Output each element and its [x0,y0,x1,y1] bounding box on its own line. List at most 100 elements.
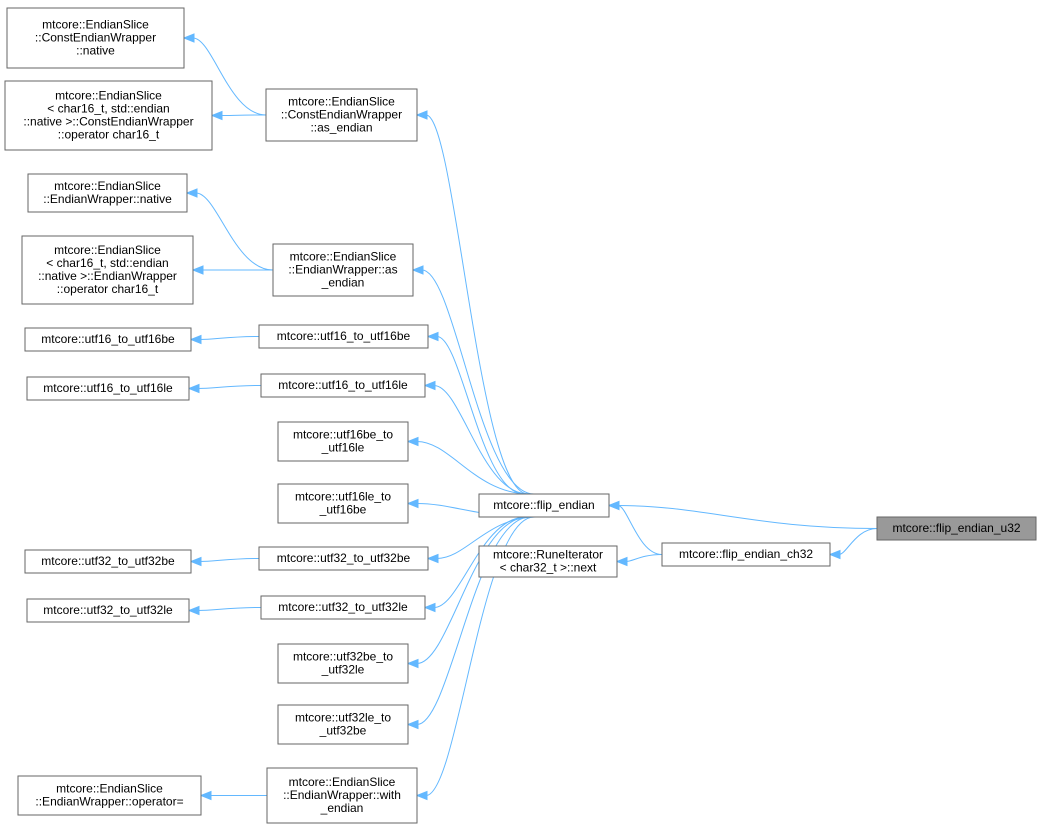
node-label-line: _utf32be [319,724,367,738]
node-label-line: < char32_t >::next [500,561,597,575]
node-u16be_u16le[interactable]: mtcore::utf16be_to_utf16le [277,421,409,462]
node-label-line: < char16_t, std::endian [47,102,169,116]
node-box[interactable] [24,327,192,352]
node-label-line: ::native [76,44,115,58]
node-box[interactable] [277,421,409,462]
node-box[interactable] [17,775,202,816]
nodes-layer: mtcore::EndianSlice::ConstEndianWrapper:… [4,7,1037,824]
node-label-line: mtcore::EndianSlice [288,95,395,109]
node-box[interactable] [24,549,192,574]
node-u32_u32be_outer[interactable]: mtcore::utf32_to_utf32be [24,549,192,574]
node-box[interactable] [272,243,414,297]
node-label-line: mtcore::RuneIterator [493,548,603,562]
node-cew_as_endian[interactable]: mtcore::EndianSlice::ConstEndianWrapper:… [265,88,418,142]
node-box[interactable] [258,546,429,571]
node-u16_u16be[interactable]: mtcore::utf16_to_utf16be [258,324,429,349]
node-label-line: ::as_endian [310,121,372,135]
edge-rune_next-to-flip_endian_ch32 [625,554,663,562]
node-label-line: mtcore::utf32_to_utf32be [41,554,175,568]
node-box[interactable] [266,767,418,824]
node-u32le_u32be[interactable]: mtcore::utf32le_to_utf32be [277,704,409,745]
node-cew_native[interactable]: mtcore::EndianSlice::ConstEndianWrapper:… [6,7,185,69]
node-cew_op_char16[interactable]: mtcore::EndianSlice< char16_t, std::endi… [4,80,213,151]
node-u16_u16be_outer[interactable]: mtcore::utf16_to_utf16be [24,327,192,352]
edge-ew_with_endian-to-flip_endian [425,516,535,796]
node-flip_endian_ch32[interactable]: mtcore::flip_endian_ch32 [661,542,831,567]
arrowhead-cew_native [182,33,195,43]
node-label-line: mtcore::utf16_to_utf16be [277,329,411,343]
node-box[interactable] [277,483,409,524]
node-box[interactable] [27,173,188,213]
node-label-line: _utf32le [321,663,365,677]
node-label-line: mtcore::utf16be_to [293,428,393,442]
node-box[interactable] [258,324,429,349]
node-label-line: ::EndianWrapper::operator= [35,795,183,809]
arrowhead-cew_as_endian [415,110,428,120]
node-label-line: ::ConstEndianWrapper [35,31,156,45]
arrowhead-u32be_u32le [406,658,419,669]
node-box[interactable] [26,598,190,623]
arrowhead-u16_u16le [423,380,436,391]
node-box[interactable] [260,595,426,620]
node-label-line: mtcore::EndianSlice [55,89,162,103]
node-u32be_u32le[interactable]: mtcore::utf32be_to_utf32le [277,643,409,684]
node-flip_endian[interactable]: mtcore::flip_endian [478,493,610,518]
edge-u16_u16le_outer-to-u16_u16le [197,385,262,389]
node-box[interactable] [265,88,418,142]
node-box[interactable] [661,542,831,567]
arrowhead-flip_endian_ch32 [828,549,841,560]
edge-u16_u16be_outer-to-u16_u16be [199,336,260,340]
node-label-line: mtcore::EndianSlice [54,243,161,257]
arrowhead-u32le_u32be [406,719,419,730]
edge-u32_u32le-to-flip_endian [433,516,527,608]
node-flip_endian_u32[interactable]: mtcore::flip_endian_u32 [876,516,1037,541]
node-ew_op_assign[interactable]: mtcore::EndianSlice::EndianWrapper::oper… [17,775,202,816]
node-box[interactable] [6,7,185,69]
node-u16le_u16be[interactable]: mtcore::utf16le_to_utf16be [277,483,409,524]
node-ew_op_char16[interactable]: mtcore::EndianSlice< char16_t, std::endi… [21,235,194,305]
node-u32_u32le_outer[interactable]: mtcore::utf32_to_utf32le [26,598,190,623]
node-label-line: ::native >::ConstEndianWrapper [23,115,193,129]
node-u32_u32le[interactable]: mtcore::utf32_to_utf32le [260,595,426,620]
edge-u32be_u32le-to-flip_endian [416,516,529,664]
node-u16_u16le_outer[interactable]: mtcore::utf16_to_utf16le [26,376,190,401]
node-label-line: < char16_t, std::endian [46,256,168,270]
node-label-line: _endian [321,276,365,290]
node-box[interactable] [26,376,190,401]
node-ew_as_endian[interactable]: mtcore::EndianSlice::EndianWrapper::as_e… [272,243,414,297]
node-label-line: mtcore::utf32_to_utf32le [278,600,408,614]
arrowhead-ew_with_endian [415,790,428,801]
node-label-line: _utf16be [319,503,367,517]
node-label-line: ::EndianWrapper::native [43,192,172,206]
arrowhead-flip_endian [607,500,620,511]
node-label-line: mtcore::utf16_to_utf16le [43,381,173,395]
node-box[interactable] [4,80,213,151]
node-box[interactable] [277,704,409,745]
edge-u32_u32le_outer-to-u32_u32le [197,607,262,611]
node-box[interactable] [260,373,426,398]
node-rune_next[interactable]: mtcore::RuneIterator< char32_t >::next [478,545,618,578]
edge-ew_native-to-ew_as_endian [195,192,274,271]
node-box[interactable] [876,516,1037,541]
edge-u32_u32be_outer-to-u32_u32be [199,558,260,562]
node-label-line: ::EndianWrapper::as [288,263,397,277]
node-u16_u16le[interactable]: mtcore::utf16_to_utf16le [260,373,426,398]
edge-flip_endian_ch32-to-flip_endian_u32 [838,528,878,555]
arrowhead-u32_u32be_outer [189,556,202,567]
arrowhead-u16le_u16be [406,498,419,509]
node-ew_native[interactable]: mtcore::EndianSlice::EndianWrapper::nati… [27,173,188,213]
edge-u16be_u16le-to-flip_endian [416,441,531,495]
edge-cew_as_endian-to-flip_endian [425,114,529,495]
node-u32_u32be[interactable]: mtcore::utf32_to_utf32be [258,546,429,571]
node-box[interactable] [277,643,409,684]
node-box[interactable] [21,235,194,305]
edges-layer [182,33,878,801]
node-box[interactable] [478,493,610,518]
arrowhead-ew_op_char16 [191,265,204,275]
node-ew_with_endian[interactable]: mtcore::EndianSlice::EndianWrapper::with… [266,767,418,824]
node-box[interactable] [478,545,618,578]
node-label-line: ::native >::EndianWrapper [38,269,177,283]
arrowhead-u32_u32le [423,602,436,613]
arrowhead-ew_native [185,188,198,198]
node-label-line: _utf16le [321,441,365,455]
